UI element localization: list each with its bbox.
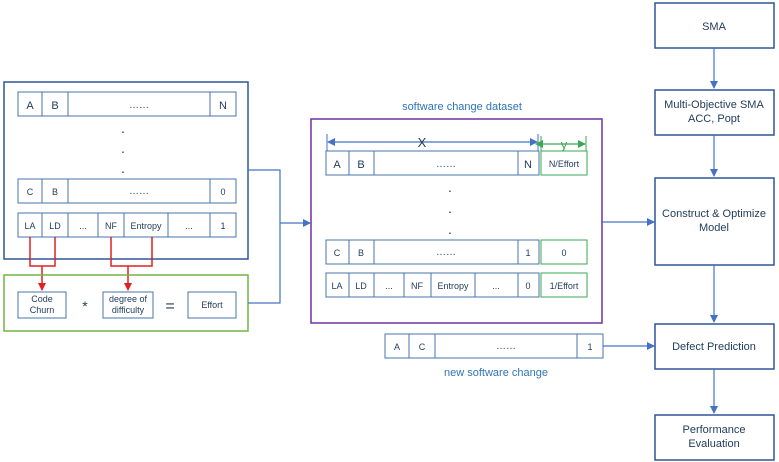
left-r1-c4: N bbox=[219, 100, 227, 112]
left-r3-c7: 1 bbox=[220, 221, 225, 231]
equals-symbol: = bbox=[165, 298, 174, 315]
left-dot-2: . bbox=[121, 140, 125, 156]
left-r1-c2: B bbox=[51, 100, 58, 112]
defect-box bbox=[654, 323, 775, 370]
new-c3: …… bbox=[496, 341, 516, 352]
new-c4: 1 bbox=[587, 342, 592, 352]
left-r2-c4: 0 bbox=[220, 187, 225, 197]
left-r3-c4: NF bbox=[105, 221, 117, 231]
ds-r1-c5: N/Effort bbox=[549, 159, 580, 169]
sma-box bbox=[654, 2, 775, 49]
new-software-change: A C …… 1 new software change bbox=[384, 333, 604, 379]
ds-r3-c6: ... bbox=[492, 281, 500, 291]
left-r2-c1: C bbox=[27, 187, 34, 197]
ds-r3-c4: NF bbox=[411, 281, 423, 291]
left-r1-c3: …… bbox=[129, 100, 149, 111]
left-dot-3: . bbox=[121, 160, 125, 176]
ds-r3-c2: LD bbox=[355, 281, 367, 291]
y-label: y bbox=[561, 137, 568, 152]
left-row-3: LA LD ... NF Entropy ... 1 bbox=[17, 212, 237, 238]
x-label: X bbox=[418, 135, 427, 150]
red-connectors bbox=[29, 237, 153, 291]
pipeline: SMA Multi-Objective SMA ACC, Popt Constr… bbox=[654, 2, 775, 461]
ds-r3-c3: ... bbox=[385, 281, 393, 291]
ds-r1-c1: A bbox=[333, 159, 341, 171]
ds-r1-c4: N bbox=[524, 159, 532, 171]
ds-r3-c5: Entropy bbox=[437, 281, 469, 291]
formula-box: Code Churn * degree of difficulty = Effo… bbox=[3, 274, 249, 332]
times-symbol: * bbox=[82, 298, 88, 314]
perf-line2: Evaluation bbox=[688, 438, 739, 450]
perf-line1: Performance bbox=[683, 424, 746, 436]
construct-line1: Construct & Optimize bbox=[662, 208, 766, 220]
code-churn-line1: Code bbox=[31, 294, 53, 304]
left-dot-1: . bbox=[121, 120, 125, 136]
ds-r2-c2: B bbox=[358, 248, 364, 258]
difficulty-line1: degree of bbox=[109, 294, 148, 304]
effort-label: Effort bbox=[201, 300, 223, 310]
left-r3-c6: ... bbox=[185, 221, 193, 231]
left-matrix: A B …… N . . . C B …… 0 LA bbox=[3, 81, 249, 260]
ds-r1-c2: B bbox=[357, 159, 364, 171]
ds-r2-c1: C bbox=[334, 248, 341, 258]
mosma-line1: Multi-Objective SMA bbox=[664, 99, 764, 111]
ds-r2-c3: …… bbox=[436, 247, 456, 258]
left-to-dataset-connector bbox=[248, 169, 311, 304]
ds-dot-1: . bbox=[448, 179, 452, 195]
dataset-row-1: A B …… N N/Effort bbox=[325, 150, 588, 176]
left-r2-c3: …… bbox=[129, 186, 149, 197]
difficulty-line2: difficulty bbox=[112, 305, 145, 315]
construct-line2: Model bbox=[699, 222, 729, 234]
mosma-line2: ACC, Popt bbox=[688, 113, 740, 125]
ds-r1-c3: …… bbox=[436, 159, 456, 170]
ds-r2-c4: 1 bbox=[525, 248, 530, 258]
left-r3-c2: LD bbox=[49, 221, 61, 231]
ds-r3-c7: 0 bbox=[525, 281, 530, 291]
dataset-frame bbox=[310, 118, 603, 324]
ds-r2-c5: 0 bbox=[561, 248, 566, 258]
defect-label: Defect Prediction bbox=[672, 341, 756, 353]
left-r2-c2: B bbox=[52, 187, 58, 197]
new-change-label: new software change bbox=[444, 367, 548, 379]
left-row-1: A B …… N bbox=[17, 91, 237, 117]
left-r3-c5: Entropy bbox=[130, 221, 162, 231]
left-row-2: C B …… 0 bbox=[17, 178, 237, 204]
software-change-dataset: software change dataset X y A B …… N N/E… bbox=[310, 101, 603, 324]
ds-dot-3: . bbox=[448, 221, 452, 237]
left-r3-c1: LA bbox=[24, 221, 35, 231]
left-r1-c1: A bbox=[26, 100, 34, 112]
sma-label: SMA bbox=[702, 21, 727, 33]
dataset-row-3: LA LD ... NF Entropy ... 0 1/Effort bbox=[325, 272, 588, 298]
ds-dot-2: . bbox=[448, 200, 452, 216]
ds-r3-c8: 1/Effort bbox=[550, 281, 579, 291]
new-c2: C bbox=[419, 342, 426, 352]
code-churn-line2: Churn bbox=[30, 305, 55, 315]
dataset-row-2: C B …… 1 0 bbox=[325, 239, 588, 265]
dataset-title: software change dataset bbox=[402, 101, 522, 113]
ds-r3-c1: LA bbox=[331, 281, 342, 291]
perf-box bbox=[654, 414, 775, 461]
new-c1: A bbox=[394, 342, 400, 352]
left-r3-c3: ... bbox=[79, 221, 87, 231]
